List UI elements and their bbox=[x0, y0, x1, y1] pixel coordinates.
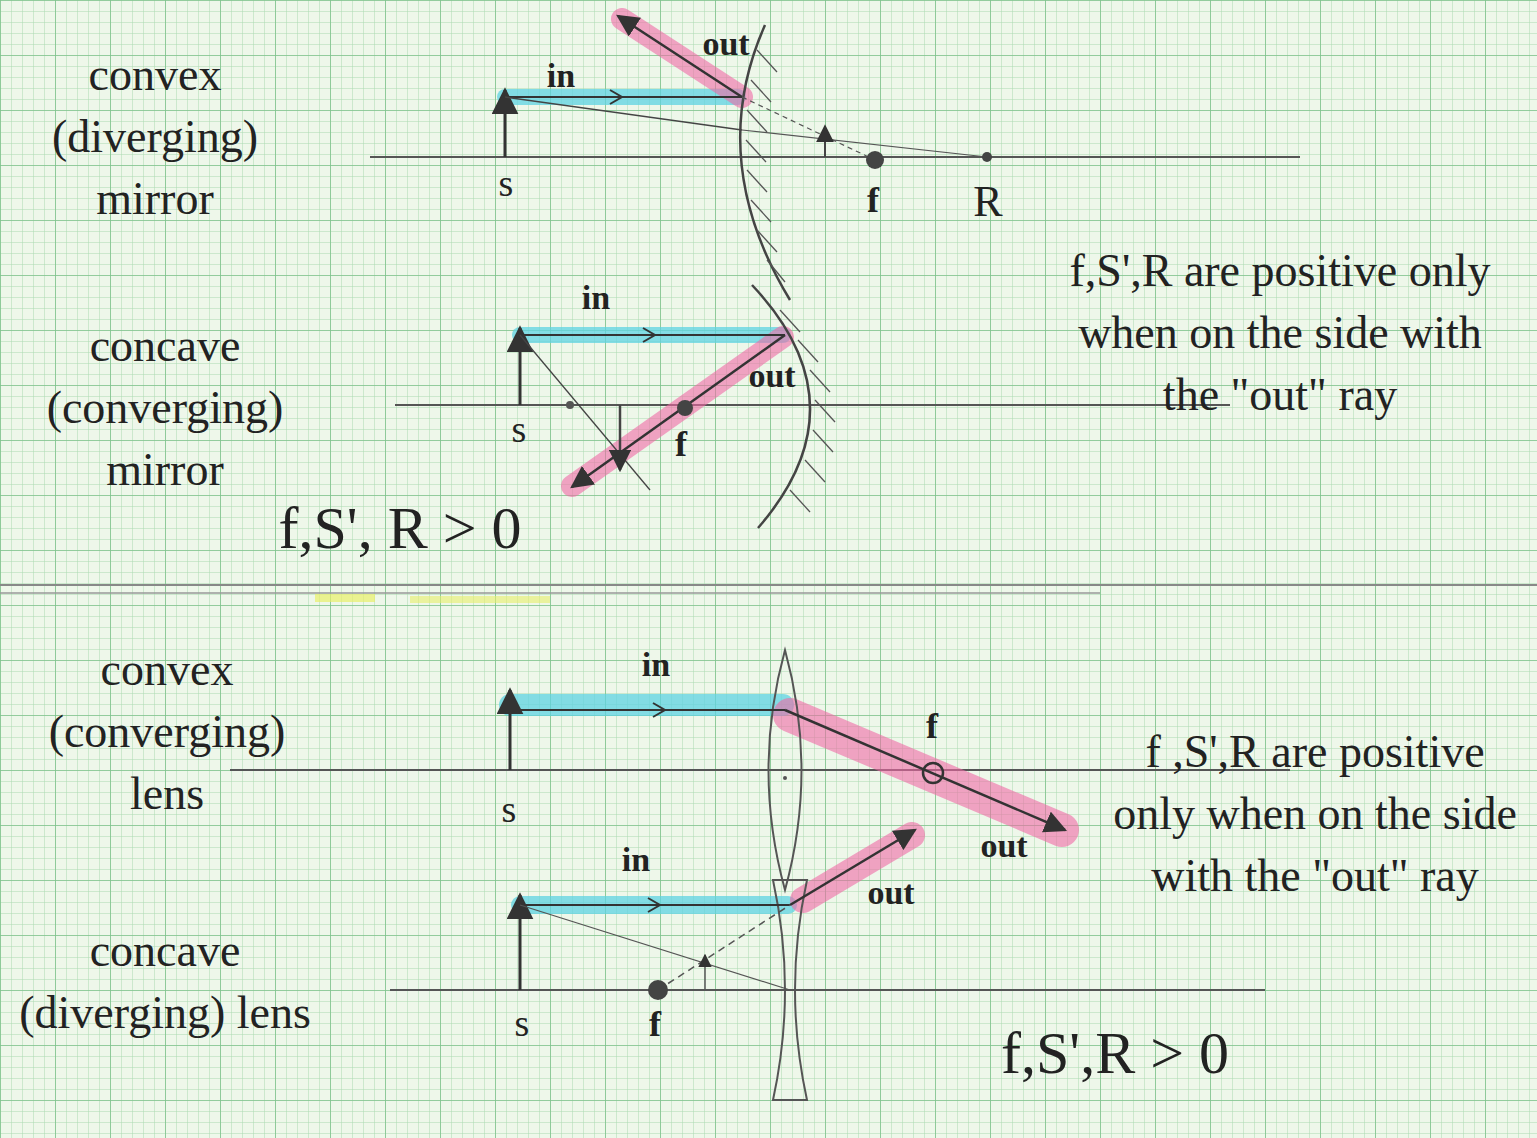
focal-point bbox=[923, 763, 943, 783]
element-title: convex (diverging) mirror bbox=[5, 44, 305, 230]
element-title: convex (converging) lens bbox=[12, 639, 322, 825]
ray-label: out bbox=[980, 823, 1027, 869]
ray-label: in bbox=[622, 837, 650, 883]
object-arrow bbox=[509, 690, 512, 770]
construction-line bbox=[742, 97, 875, 160]
object-arrow bbox=[504, 90, 507, 157]
construction-line bbox=[742, 130, 987, 157]
construction-line bbox=[520, 905, 790, 990]
focal-point bbox=[866, 151, 884, 169]
in-highlight bbox=[510, 694, 783, 716]
divider-line bbox=[0, 592, 1100, 594]
focus-label: f bbox=[926, 702, 938, 751]
construction-line bbox=[658, 905, 790, 990]
concave-lens-figure bbox=[390, 830, 1265, 1100]
lens-outline bbox=[769, 650, 802, 890]
focus-label: f bbox=[649, 1000, 661, 1049]
object-label: s bbox=[515, 998, 530, 1049]
image-arrow bbox=[824, 126, 826, 157]
highlighter-smudge bbox=[410, 596, 550, 603]
focus-label: f bbox=[867, 176, 879, 225]
center-point bbox=[982, 152, 992, 162]
element-title: concave (converging) mirror bbox=[10, 315, 320, 501]
focus-label: f bbox=[675, 420, 687, 469]
optical-axis bbox=[230, 769, 1290, 771]
object-arrow bbox=[519, 328, 522, 405]
construction-line bbox=[520, 335, 650, 490]
ray-label: out bbox=[867, 870, 914, 916]
ray-direction bbox=[648, 898, 660, 912]
ray-direction bbox=[653, 703, 665, 717]
ray-label: in bbox=[547, 53, 575, 99]
image-arrow bbox=[704, 955, 706, 990]
ray-label: out bbox=[748, 353, 795, 399]
point-mark bbox=[566, 401, 574, 409]
object-arrow bbox=[519, 895, 522, 990]
divider-line bbox=[0, 584, 1537, 586]
sign-rule-note: f ,S',R are positive only when on the si… bbox=[1105, 721, 1525, 907]
sign-formula: f,S',R > 0 bbox=[1001, 1013, 1229, 1094]
ray-label: out bbox=[702, 21, 749, 67]
ray-label: in bbox=[582, 275, 610, 321]
focal-point bbox=[648, 980, 668, 1000]
ray-label: in bbox=[642, 642, 670, 688]
point-mark bbox=[783, 776, 787, 780]
sign-rule-note: f,S',R are positive only when on the sid… bbox=[1065, 240, 1495, 426]
image-arrow bbox=[619, 405, 622, 470]
element-title: concave (diverging) lens bbox=[15, 920, 315, 1044]
sign-formula: f,S', R > 0 bbox=[278, 488, 521, 569]
ray-direction bbox=[610, 90, 622, 104]
object-label: s bbox=[499, 158, 514, 209]
optical-axis bbox=[370, 156, 1300, 158]
highlighter-smudge bbox=[315, 594, 375, 602]
incident-ray bbox=[520, 904, 790, 906]
convex-lens-figure bbox=[230, 650, 1290, 890]
incident-ray bbox=[505, 97, 742, 130]
incident-ray bbox=[510, 709, 785, 711]
mirror-hatching bbox=[746, 50, 785, 282]
focal-point bbox=[677, 400, 693, 416]
ray-direction bbox=[643, 328, 655, 342]
center-label: R bbox=[973, 172, 1002, 231]
mirror-surface bbox=[740, 25, 790, 300]
object-label: s bbox=[512, 404, 527, 455]
mirror-surface bbox=[752, 285, 810, 528]
mirror-hatching bbox=[780, 310, 835, 512]
object-label: s bbox=[502, 784, 517, 835]
refracted-ray bbox=[785, 710, 1065, 830]
